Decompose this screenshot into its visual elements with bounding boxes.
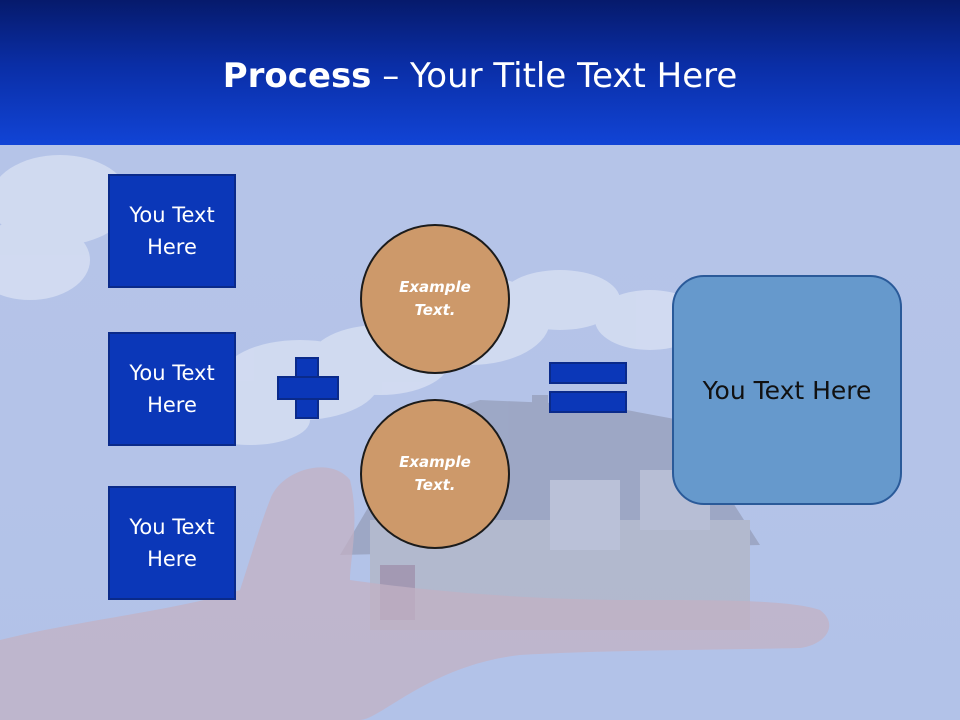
left-box-label: You Text Here <box>129 515 215 571</box>
result-label: You Text Here <box>702 375 872 405</box>
title-rest: – Your Title Text Here <box>371 56 738 96</box>
example-circle-1[interactable]: Example Text. <box>360 224 510 374</box>
left-box-1[interactable]: You Text Here <box>108 174 236 288</box>
title-bold: Process <box>222 56 372 96</box>
example-circle-2[interactable]: Example Text. <box>360 399 510 549</box>
equals-bottom-bar <box>549 391 627 413</box>
equals-top-bar <box>549 362 627 384</box>
circle-label: Example Text. <box>399 453 471 494</box>
header-bar <box>0 0 960 145</box>
left-box-2[interactable]: You Text Here <box>108 332 236 446</box>
left-box-label: You Text Here <box>129 203 215 259</box>
left-box-3[interactable]: You Text Here <box>108 486 236 600</box>
result-box[interactable]: You Text Here <box>672 275 902 505</box>
left-box-label: You Text Here <box>129 361 215 417</box>
circle-label: Example Text. <box>399 278 471 319</box>
slide-title: Process – Your Title Text Here <box>0 56 960 96</box>
plus-center <box>297 378 317 398</box>
